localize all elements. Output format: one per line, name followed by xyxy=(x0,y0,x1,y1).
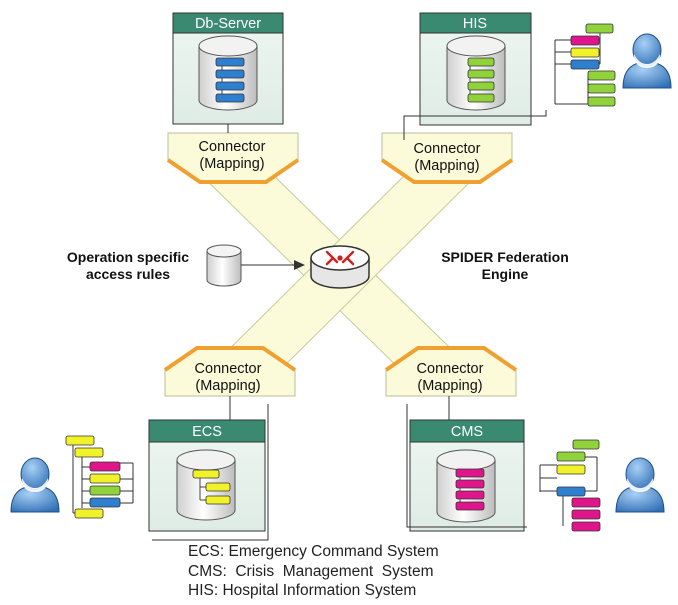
db-server-box: Db-Server xyxy=(172,12,284,125)
access-rules-arrow xyxy=(241,260,305,270)
access-rules-line1: Operation specific xyxy=(67,249,189,265)
connector-bottom-right: Connector (Mapping) xyxy=(384,346,518,397)
hierarchy-tree-icon xyxy=(65,435,134,519)
database-icon xyxy=(176,449,236,521)
link-cms-side xyxy=(406,404,527,528)
connector-bl-line1: Connector xyxy=(195,361,262,377)
link-ecs-side xyxy=(152,404,269,541)
cms-box: CMS xyxy=(409,419,525,532)
connector-bl-line2: (Mapping) xyxy=(195,378,260,394)
legend-ecs: ECS: Emergency Command System xyxy=(188,543,439,560)
his-title: HIS xyxy=(463,16,487,32)
engine-line1: SPIDER Federation xyxy=(441,249,569,265)
database-icon xyxy=(436,449,496,523)
connector-bottom-left: Connector (Mapping) xyxy=(163,346,297,397)
hierarchy-tree-icon xyxy=(539,439,601,532)
connector-tl-line1: Connector xyxy=(199,139,266,155)
database-icon xyxy=(446,35,506,111)
connector-br-line2: (Mapping) xyxy=(417,378,482,394)
connector-top-right: Connector (Mapping) xyxy=(380,132,514,184)
legend-his: HIS: Hospital Information System xyxy=(188,582,417,599)
user-icon xyxy=(615,457,665,513)
access-rules-line2: access rules xyxy=(86,266,170,282)
user-icon xyxy=(10,457,60,513)
ecs-box: ECS xyxy=(148,419,266,532)
ecs-title: ECS xyxy=(192,424,222,440)
database-cylinder-icon xyxy=(206,244,242,287)
his-box: HIS xyxy=(419,12,532,126)
user-icon xyxy=(622,33,672,89)
db-server-title: Db-Server xyxy=(195,16,261,32)
cms-title: CMS xyxy=(451,424,483,440)
connector-br-line1: Connector xyxy=(417,361,484,377)
legend-cms: CMS: Crisis Management System xyxy=(188,562,434,580)
engine-line2: Engine xyxy=(482,266,529,282)
database-icon xyxy=(198,35,258,111)
hierarchy-tree-icon xyxy=(554,23,616,107)
legend: ECS: Emergency Command System CMS: Crisi… xyxy=(188,542,439,601)
router-icon xyxy=(310,245,370,289)
link-his-connector xyxy=(403,110,547,140)
connector-tr-line2: (Mapping) xyxy=(414,158,479,174)
connector-tl-line2: (Mapping) xyxy=(199,156,264,172)
connector-top-left: Connector (Mapping) xyxy=(166,132,300,184)
connector-tr-line1: Connector xyxy=(414,141,481,157)
